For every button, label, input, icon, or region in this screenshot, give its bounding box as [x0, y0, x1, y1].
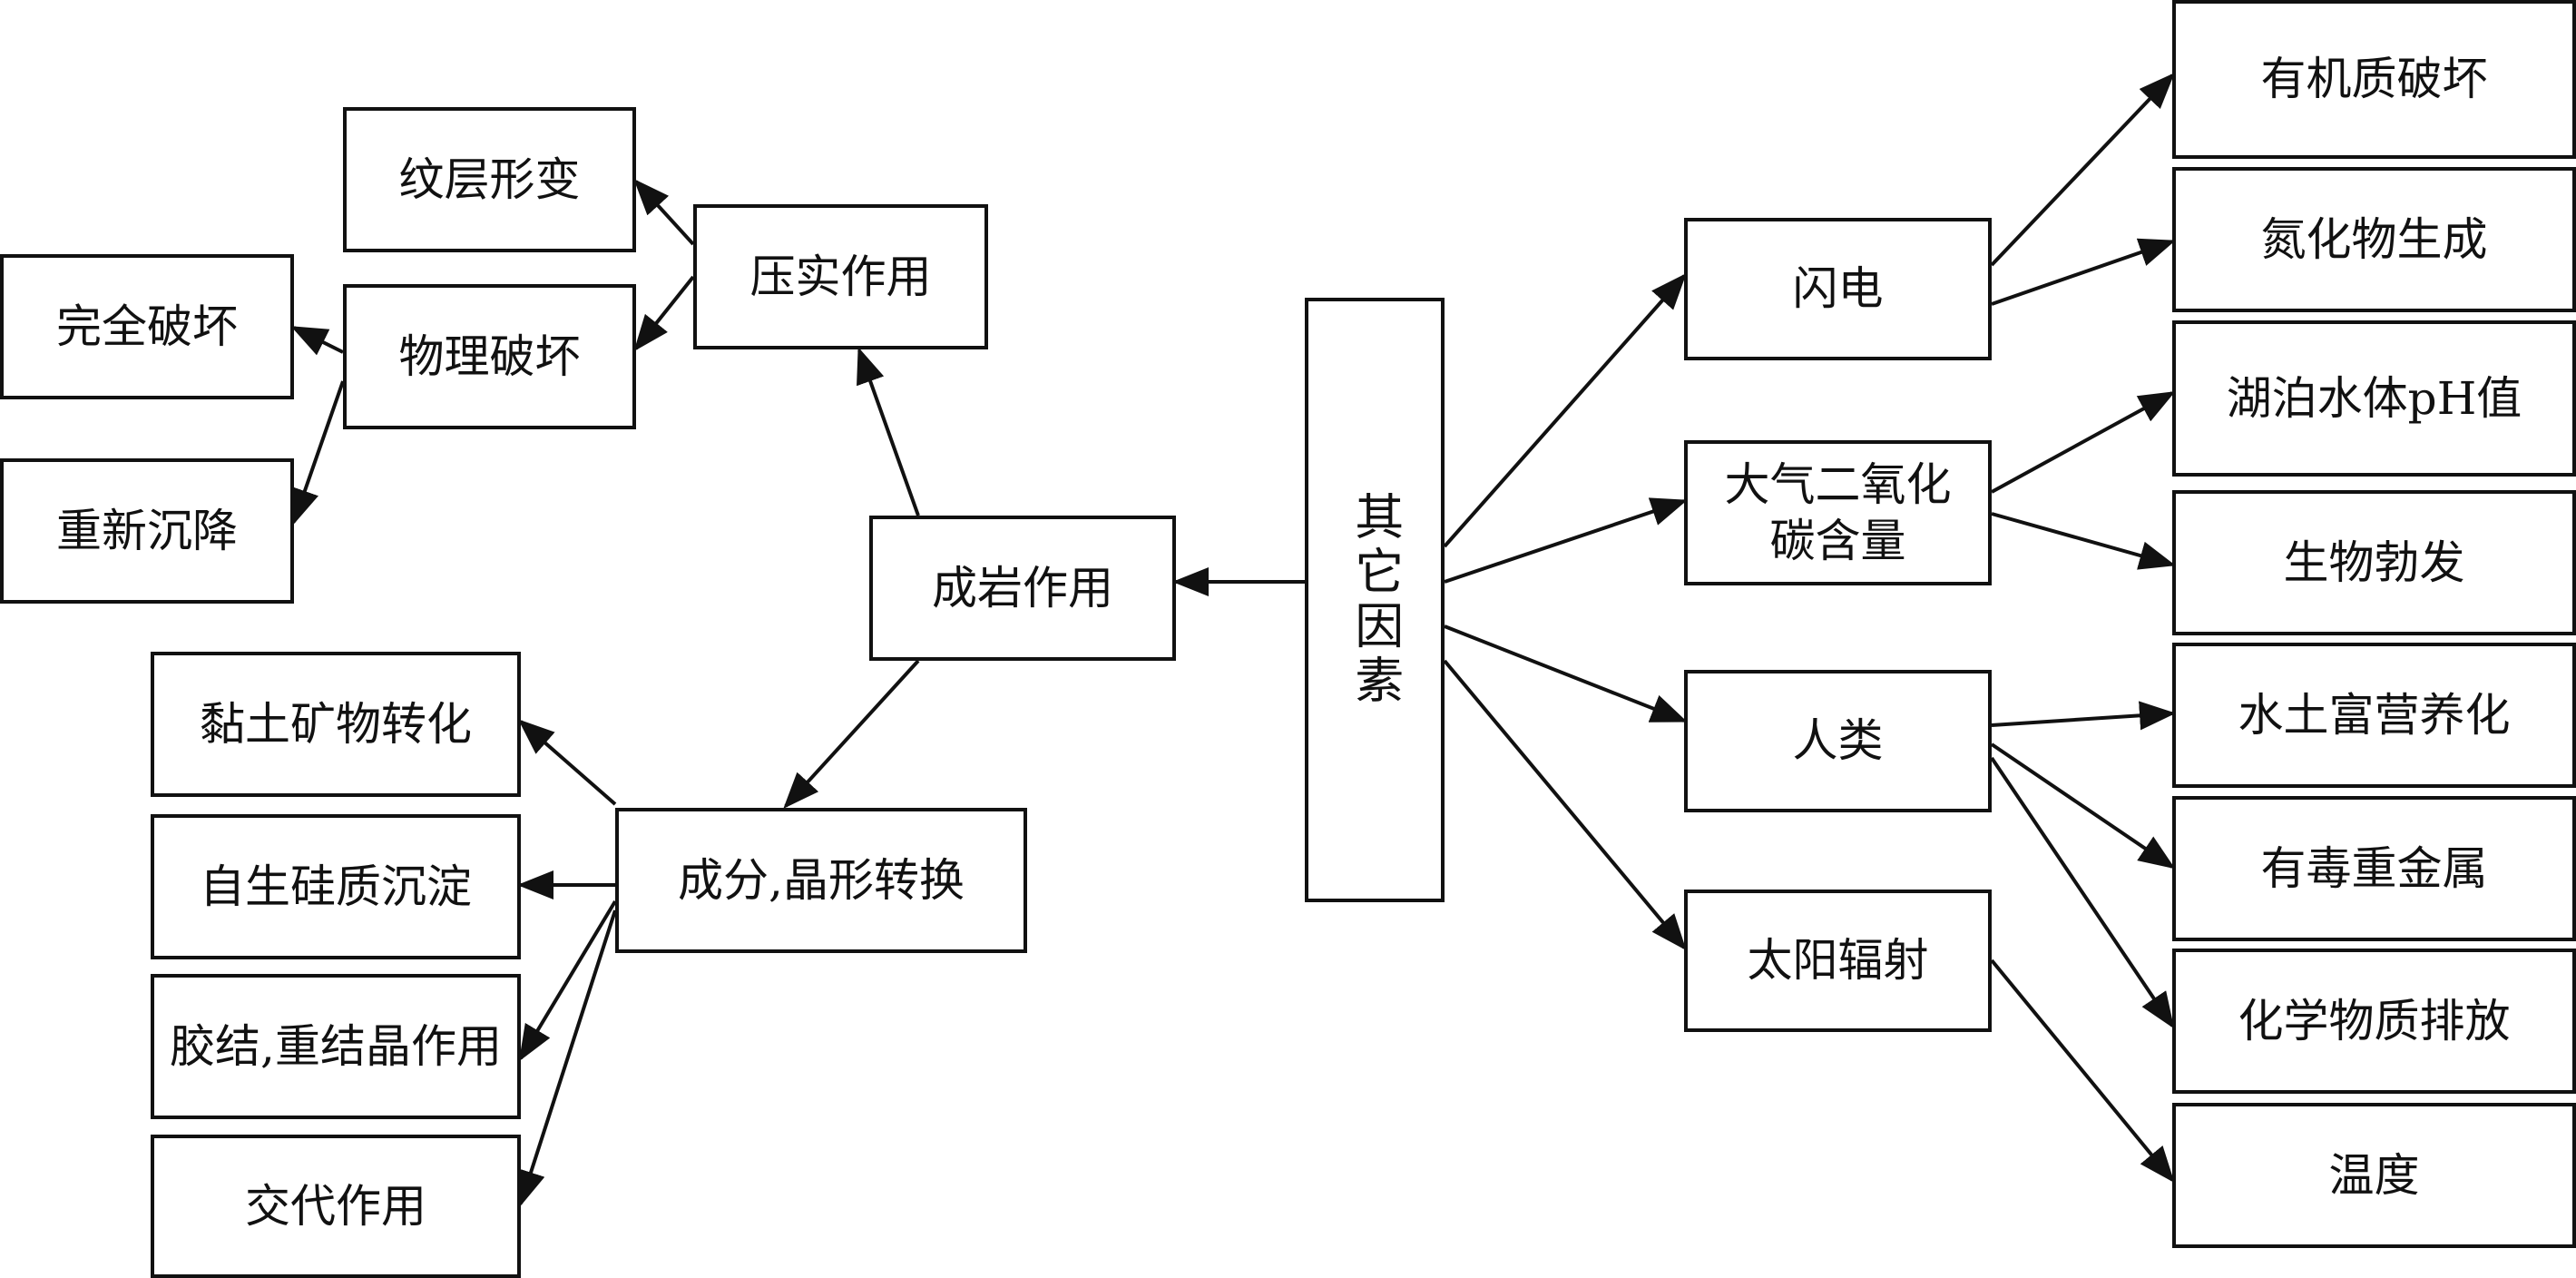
- node-complete-destruction: 完全破坏: [0, 254, 294, 399]
- arrow-center-co2: [1444, 497, 1688, 584]
- arrow-diagenesis-compaction: [857, 347, 920, 516]
- node-cementation-recrystallization: 胶结,重结晶作用: [151, 974, 521, 1119]
- node-metasomatism: 交代作用: [151, 1135, 521, 1278]
- arrow-composition-metasomatism: [516, 909, 617, 1207]
- node-physical-destruction: 物理破坏: [343, 284, 636, 429]
- arrow-human-eutrophication: [1991, 701, 2176, 731]
- arrow-compaction-physical: [633, 275, 695, 352]
- node-lightning: 闪电: [1684, 218, 1992, 360]
- arrow-lightning-nitride: [1991, 238, 2176, 306]
- node-clay-mineral-transform: 黏土矿物转化: [151, 652, 521, 797]
- arrow-composition-cement: [518, 900, 617, 1062]
- node-atmospheric-co2: 大气二氧化碳含量: [1684, 440, 1992, 585]
- arrow-lightning-organic: [1990, 73, 2175, 267]
- arrow-center-lightning: [1443, 273, 1687, 548]
- arrow-center-human: [1444, 624, 1688, 723]
- arrow-human-chemical: [1990, 756, 2175, 1029]
- arrow-human-heavymetal: [1990, 742, 2176, 870]
- arrow-co2-bio: [1991, 512, 2176, 570]
- node-biological-bloom: 生物勃发: [2172, 490, 2576, 635]
- node-eutrophication: 水土富营养化: [2172, 643, 2576, 788]
- node-lamina-deformation: 纹层形变: [343, 107, 636, 252]
- node-authigenic-silica: 自生硅质沉淀: [151, 814, 521, 959]
- arrow-co2-ph: [1991, 391, 2176, 494]
- arrow-diagenesis-composition: [783, 659, 920, 809]
- center-node-other-factors: 其它因素: [1305, 298, 1445, 902]
- node-organic-matter-destruction: 有机质破坏: [2172, 0, 2576, 159]
- arrow-center-solar: [1443, 659, 1687, 951]
- arrow-compaction-lamina: [633, 179, 695, 246]
- node-lake-water-ph: 湖泊水体pH值: [2172, 320, 2576, 477]
- node-compaction: 压实作用: [693, 204, 988, 349]
- node-composition-crystal-transform: 成分,晶形转换: [615, 808, 1027, 953]
- arrow-composition-clay: [517, 719, 617, 806]
- node-temperature: 温度: [2172, 1103, 2576, 1248]
- node-human: 人类: [1684, 670, 1992, 812]
- arrow-physical-complete: [290, 326, 344, 356]
- node-resedimentation: 重新沉降: [0, 458, 294, 604]
- node-chemical-discharge: 化学物质排放: [2172, 949, 2576, 1094]
- node-nitride-formation: 氮化物生成: [2172, 167, 2576, 312]
- arrow-solar-temperature: [1990, 958, 2175, 1184]
- arrow-physical-resediment: [290, 380, 345, 526]
- node-toxic-heavy-metals: 有毒重金属: [2172, 796, 2576, 941]
- node-solar-radiation: 太阳辐射: [1684, 890, 1992, 1032]
- node-diagenesis: 成岩作用: [869, 516, 1176, 661]
